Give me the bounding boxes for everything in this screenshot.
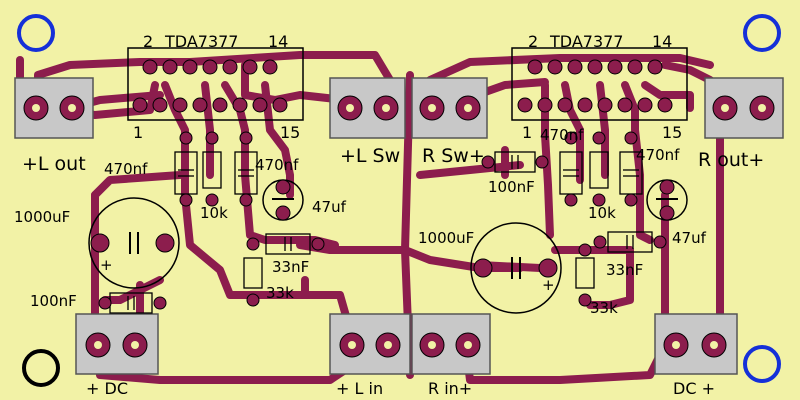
- ic-right-pin-14: 14: [652, 32, 672, 51]
- ic-right-pin-1: 1: [522, 123, 532, 142]
- label-right-470nf: 470nf: [540, 126, 584, 144]
- terminal-left-dc: [75, 313, 159, 375]
- mount-hole-bottom-right: [743, 345, 781, 383]
- cap-1000uf-right: +: [470, 222, 562, 314]
- cap-1000uf-left: +: [88, 197, 180, 289]
- cap-47uf-right: [646, 179, 688, 221]
- label-left-out: +L out: [22, 153, 86, 175]
- label-right-33nf: 33nF: [606, 261, 643, 279]
- ic-right-pin-2: 2: [528, 32, 538, 51]
- label-right-out: R out+: [698, 149, 764, 171]
- mount-hole-top-right: [743, 14, 781, 52]
- svg-text:+: +: [100, 256, 113, 274]
- label-left-470nf: 470nf: [104, 160, 148, 178]
- ic-left-outline: [127, 47, 304, 121]
- ic-left: 2 TDA7377 14 1 15: [127, 32, 304, 142]
- label-left-470nf-b: 470nf: [255, 156, 299, 174]
- label-left-33nf: 33nF: [272, 258, 309, 276]
- terminal-left-switch: [329, 77, 406, 139]
- label-right-in: R in+: [428, 379, 472, 398]
- terminal-right-out: [704, 77, 784, 139]
- ic-pads: [132, 59, 673, 113]
- label-left-47uf: 47uf: [312, 198, 347, 216]
- mount-hole-bottom-left: [22, 349, 60, 387]
- label-right-switch: R Sw+: [422, 145, 485, 167]
- ic-right-outline: [511, 47, 688, 121]
- ic-right-pin-15: 15: [662, 123, 682, 142]
- mount-hole-top-left: [17, 14, 55, 52]
- label-right-10k: 10k: [588, 204, 616, 222]
- ic-left-title: TDA7377: [164, 32, 238, 51]
- label-right-47uf: 47uf: [672, 229, 707, 247]
- component-pads: [98, 131, 667, 310]
- svg-text:+: +: [542, 276, 555, 294]
- label-right-dc: DC +: [673, 379, 715, 398]
- cap-47uf-left: [262, 179, 304, 221]
- label-right-33k: 33k: [590, 299, 618, 317]
- ic-left-pin-2: 2: [143, 32, 153, 51]
- label-left-1000uf: 1000uF: [14, 208, 70, 226]
- terminal-right-dc: [654, 313, 738, 375]
- label-right-1000uf: 1000uF: [418, 229, 474, 247]
- terminal-left-out: [14, 77, 94, 139]
- ic-left-pin-1: 1: [133, 123, 143, 142]
- label-left-100nf: 100nF: [30, 292, 77, 310]
- label-left-10k: 10k: [200, 204, 228, 222]
- ic-left-pin-14: 14: [268, 32, 288, 51]
- ic-right: 2 TDA7377 14 1 15: [511, 32, 688, 142]
- label-right-100nf: 100nF: [488, 178, 535, 196]
- label-left-in: + L in: [336, 379, 383, 398]
- ic-right-title: TDA7377: [549, 32, 623, 51]
- ic-left-pin-15: 15: [280, 123, 300, 142]
- label-left-33k: 33k: [266, 284, 294, 302]
- label-right-470nf-b: 470nf: [636, 146, 680, 164]
- label-left-switch: +L Sw: [340, 145, 400, 167]
- terminal-left-in: [329, 313, 411, 375]
- terminal-right-switch: [411, 77, 488, 139]
- label-left-dc: + DC: [86, 379, 128, 398]
- terminal-right-in: [411, 313, 491, 375]
